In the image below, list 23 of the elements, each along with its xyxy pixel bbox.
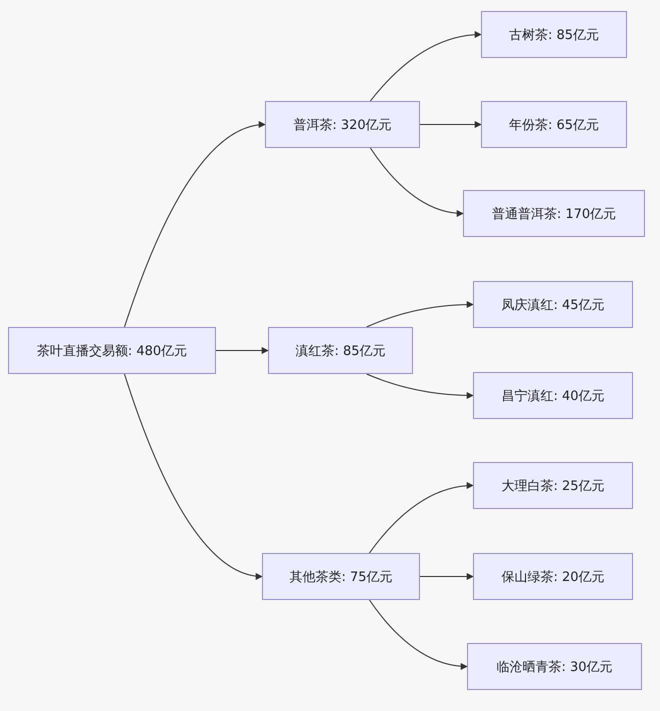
arrow [420, 573, 474, 580]
arrow [366, 374, 474, 399]
tea-category-box: 其他茶类: 75亿元 [262, 553, 420, 600]
tea-category-box: 古树茶: 85亿元 [481, 11, 627, 58]
tea-category-box: 临沧晒青茶: 30亿元 [467, 643, 642, 690]
tea-category-box: 凤庆滇红: 45亿元 [473, 281, 633, 328]
arrow [368, 600, 468, 670]
arrow [370, 31, 482, 102]
arrow [124, 374, 263, 580]
tea-category-box: 普洱茶: 320亿元 [265, 101, 420, 148]
arrow [370, 148, 464, 217]
arrow [366, 301, 474, 328]
tea-category-box: 滇红茶: 85亿元 [268, 327, 413, 374]
arrow [124, 122, 266, 328]
arrow [420, 121, 482, 128]
tea-category-box: 普通普洱茶: 170亿元 [463, 190, 645, 237]
tea-category-box: 昌宁滇红: 40亿元 [473, 372, 633, 419]
arrow [216, 347, 269, 354]
tea-category-box: 年份茶: 65亿元 [481, 101, 627, 148]
arrow [368, 482, 474, 554]
tea-category-box: 茶叶直播交易额: 480亿元 [8, 327, 216, 374]
tea-category-box: 大理白茶: 25亿元 [473, 462, 633, 509]
tea-category-box: 保山绿茶: 20亿元 [473, 553, 633, 600]
